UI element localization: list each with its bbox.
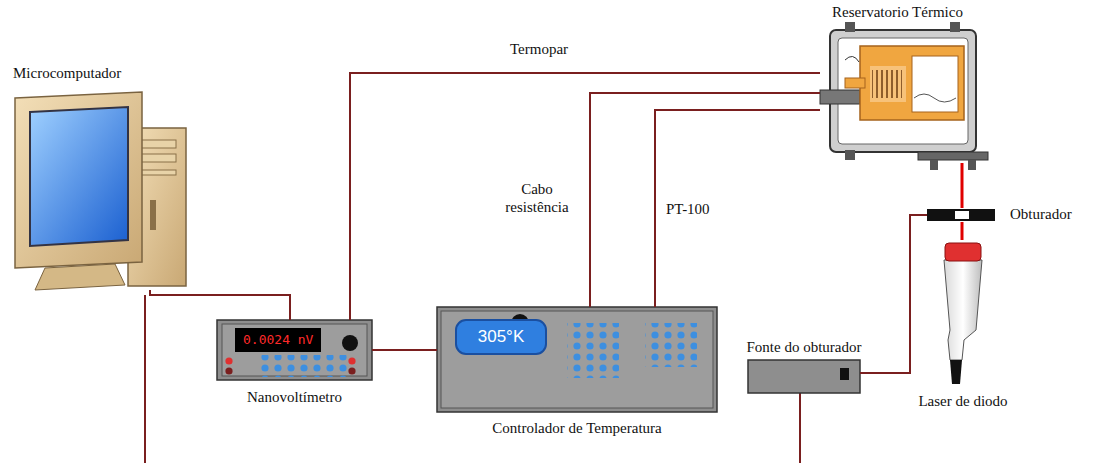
shutter-drawing	[927, 209, 995, 221]
cable	[860, 215, 927, 373]
node-title: Fonte do obturador	[718, 338, 890, 356]
laser-beam	[961, 163, 964, 208]
display-reading: 305°K	[455, 319, 547, 355]
thermal-reservoir-drawing	[820, 22, 988, 170]
diode-laser: Laser de diodo	[940, 240, 986, 385]
thermal-reservoir: Reservatorio Térmico	[820, 28, 980, 163]
cable	[372, 349, 437, 351]
cable	[590, 93, 820, 307]
node-title: Reservatorio Térmico	[832, 3, 963, 21]
nanovoltmeter-drawing	[217, 320, 372, 380]
wire	[144, 295, 146, 463]
display-reading: 0.0024 nV	[235, 328, 321, 352]
shutter: Obturador	[927, 208, 995, 222]
node-title: Microcomputador	[13, 64, 121, 82]
cable-label: Termopar	[508, 40, 570, 58]
cable-label: PT-100	[664, 200, 712, 218]
computer: Microcomputador	[5, 62, 187, 290]
computer-drawing	[15, 92, 186, 290]
diode-laser-drawing	[944, 243, 982, 384]
temperature-controller-drawing	[437, 307, 717, 412]
temperature-controller: 305°KControlador de Temperatura	[437, 307, 717, 412]
wire	[799, 393, 801, 463]
cable	[150, 290, 290, 320]
cable	[350, 73, 820, 320]
node-title: Obturador	[1010, 205, 1072, 223]
shutter-supply-drawing	[748, 360, 860, 393]
nanovoltmeter: 0.0024 nVNanovoltímetro	[217, 320, 372, 380]
cable-label: Cabo resistência	[488, 180, 586, 216]
cable	[655, 110, 820, 307]
shutter-supply: Fonte do obturador	[748, 360, 860, 393]
node-title: Controlador de Temperatura	[427, 419, 727, 437]
node-title: Laser de diodo	[895, 392, 1031, 410]
node-title: Nanovoltímetro	[197, 388, 392, 406]
laser-beam	[961, 222, 964, 240]
